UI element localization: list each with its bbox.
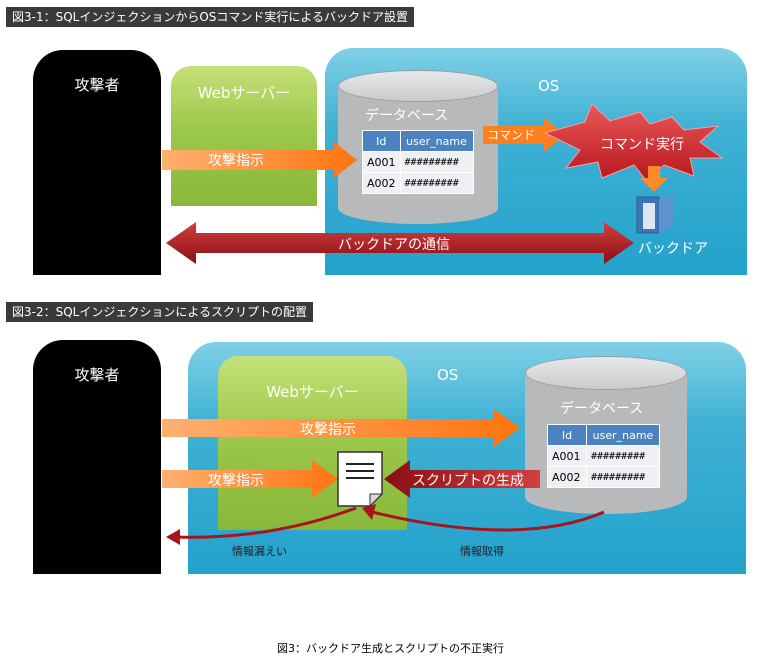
- fig1-db-table: Id user_name A001 ######### A002 #######…: [362, 130, 474, 194]
- fig1-backdoor-comm-label: バックドアの通信: [338, 237, 450, 253]
- fig1-backdoor-comm-arrow: [166, 222, 634, 264]
- table-header: Id: [547, 424, 587, 446]
- fig2-info-get-arrow: [371, 510, 605, 532]
- fig2-title: 図3-2：SQLインジェクションによるスクリプトの配置: [6, 302, 313, 322]
- backdoor-icon: [636, 194, 674, 234]
- table-row: A002 #########: [547, 466, 660, 488]
- fig2-attacker: 攻撃者: [33, 340, 161, 574]
- fig2-webserver-label: Webサーバー: [266, 383, 359, 401]
- fig2-info-get-arrowhead: [362, 504, 376, 520]
- fig2-info-get-label: 情報取得: [460, 545, 504, 558]
- fig1-command-arrow: [483, 118, 566, 152]
- fig2-info-leak-label: 情報漏えい: [232, 545, 287, 558]
- table-header: user_name: [399, 130, 474, 152]
- table-header-row: Id user_name: [547, 424, 660, 446]
- fig1-db-top: [338, 70, 498, 102]
- fig1-down-arrow: [640, 166, 668, 192]
- script-document-icon: [337, 451, 384, 508]
- table-header: Id: [362, 130, 401, 152]
- table-cell: #########: [399, 172, 474, 194]
- fig1-command-exec-label: コマンド実行: [600, 137, 684, 153]
- fig1-attacker-label: 攻撃者: [74, 76, 120, 94]
- fig1-attacker: 攻撃者: [33, 50, 161, 275]
- table-cell: A002: [362, 172, 401, 194]
- table-row: A002 #########: [362, 172, 474, 194]
- fig1-db-bottom: [338, 192, 498, 224]
- fig2-info-leak-arrow: [175, 506, 357, 539]
- fig2-os-label: OS: [437, 366, 459, 384]
- figure-caption: 図3：バックドア生成とスクリプトの不正実行: [277, 642, 504, 655]
- fig2-database-label: データベース: [560, 401, 644, 417]
- fig1-command-label: コマンド: [487, 128, 536, 142]
- fig1-command-burst: [543, 103, 724, 181]
- fig2-script-gen-arrow: [384, 460, 540, 498]
- fig2-script-gen-label: スクリプトの生成: [412, 473, 524, 489]
- fig2-attacker-label: 攻撃者: [74, 366, 120, 384]
- table-row: A001 #########: [362, 151, 474, 173]
- fig2-attack-arrow-mid: [162, 460, 338, 498]
- table-header: user_name: [586, 424, 660, 446]
- fig2-info-leak-arrowhead: [166, 529, 180, 545]
- fig1-os-label: OS: [538, 77, 560, 95]
- fig2-attack-arrow-top: [162, 409, 520, 447]
- fig1-webserver-label: Webサーバー: [197, 84, 291, 102]
- table-cell: A001: [547, 445, 587, 467]
- table-cell: A001: [362, 151, 401, 173]
- fig1-webserver: [171, 66, 317, 206]
- fig2-attack-label-mid: 攻撃指示: [208, 473, 264, 489]
- table-cell: #########: [586, 466, 660, 488]
- fig2-db-table: Id user_name A001 ######### A002 #######…: [547, 424, 660, 488]
- fig2-db-top: [525, 356, 687, 390]
- fig1-attack-label: 攻撃指示: [208, 153, 264, 169]
- fig1-database-label: データベース: [365, 108, 449, 124]
- fig1-attack-arrow: [162, 142, 357, 178]
- table-header-row: Id user_name: [362, 130, 474, 152]
- fig1-backdoor-label: バックドア: [638, 241, 708, 257]
- fig2-attack-label-top: 攻撃指示: [300, 422, 356, 438]
- fig1-title: 図3-1：SQLインジェクションからOSコマンド実行によるバックドア設置: [6, 7, 415, 27]
